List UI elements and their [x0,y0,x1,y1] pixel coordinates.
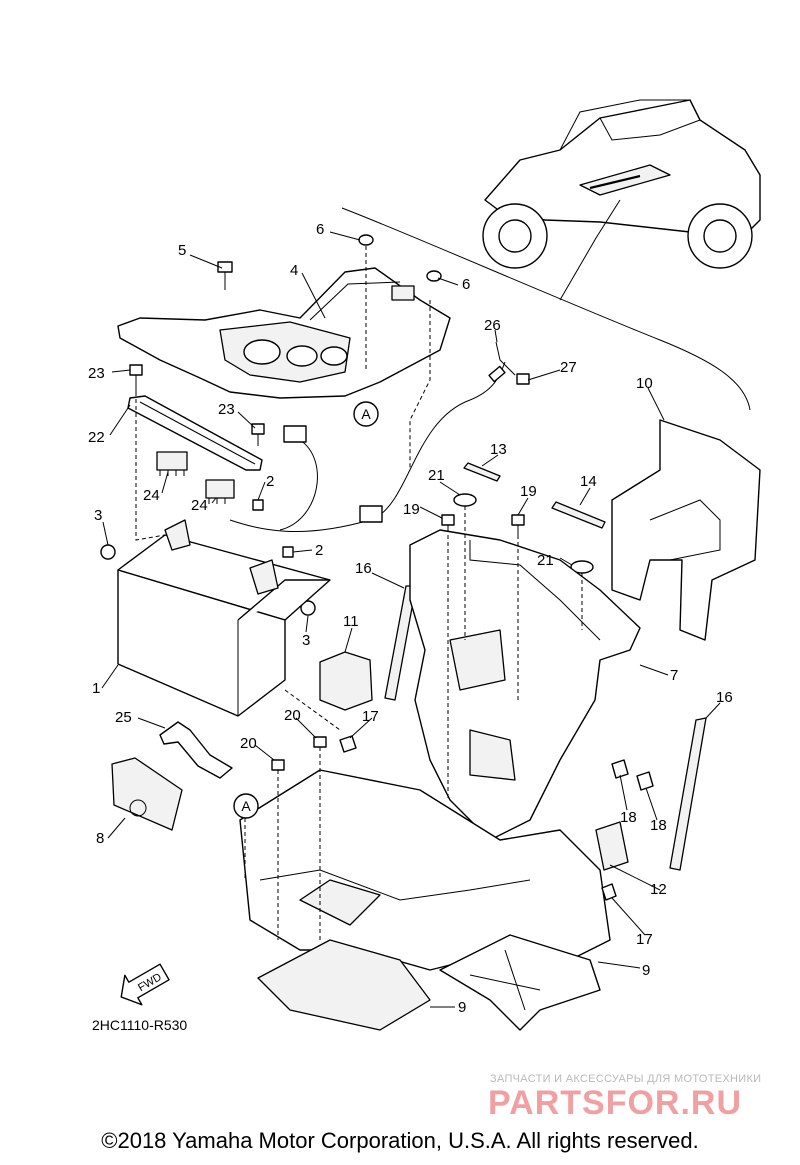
fuse-lead-26 [495,341,516,376]
callout-12: 11 [343,613,359,630]
callout-11: 10 [636,375,653,392]
callout-10: 9 [642,962,650,979]
callout-20: 20 [284,707,301,724]
callout-19: 19 [403,501,420,518]
bolt-5-icon [217,261,233,290]
callout-24b: 24 [191,497,208,514]
callout-2b: 2 [315,542,323,559]
main-frame-7 [409,529,641,841]
ref-marker-a-top: A [353,401,379,427]
callout-19b: 19 [520,483,537,500]
clip-18b-icon [636,771,654,791]
clip-17-icon [339,735,357,753]
grommet-21-icon [453,493,594,574]
bolt-2-icon [252,499,294,558]
callout-3: 3 [94,507,102,524]
callout-15: 14 [580,473,597,490]
pad-8-part [111,757,183,831]
callout-23b: 23 [218,401,235,418]
callout-labels: 5 4 6 6 23 22 23 24 24 3 2 2 3 1 25 8 11… [88,221,733,1016]
callout-16: 16 [355,560,372,577]
callout-13: 12 [650,881,667,898]
callout-16b: 16 [716,689,733,706]
callout-23: 23 [88,365,105,382]
callout-25: 25 [115,709,132,726]
callout-18b: 18 [650,817,667,834]
callout-17: 17 [362,708,379,725]
lower-tray-10 [239,769,611,1031]
callout-6b: 6 [462,276,470,293]
callout-26: 26 [484,317,501,334]
callout-20b: 20 [240,735,257,752]
callout-8: 8 [96,830,104,847]
callout-27: 27 [560,359,577,376]
block-13-part [595,821,629,871]
bolt-20-icon [271,736,327,771]
callout-4: 4 [290,262,298,279]
vehicle-thumbnail [482,99,761,301]
callout-22: 22 [88,429,105,446]
bolt-6-icon [358,234,442,282]
fasteners [100,234,594,771]
callout-1: 1 [92,680,100,697]
strip-15 [551,501,606,529]
callout-21b: 21 [537,552,554,569]
callout-2: 2 [266,473,274,490]
callout-5: 5 [178,242,186,259]
block-12-part [319,651,373,711]
callout-21: 21 [428,467,445,484]
callout-3b: 3 [302,632,310,649]
clip-18-icon [611,759,629,779]
cover-11-part [611,419,761,641]
assembly-outline [341,207,751,411]
battery-part [117,519,331,717]
battery-hold-bracket [127,395,263,504]
battery-strap-part [159,721,233,779]
bolt-27-icon [516,373,530,385]
console-cover-part [117,267,451,399]
callout-7: 7 [670,667,678,684]
clip-17b-icon [601,883,617,901]
leader-lines [101,231,721,1008]
callout-18: 18 [620,809,637,826]
connector-icon-2 [359,505,383,523]
reference-dashes [135,246,583,940]
svg-text:A: A [361,406,371,422]
mat-9-part [257,939,431,1031]
callout-14: 13 [490,441,507,458]
callout-17b: 17 [636,931,653,948]
watermark-brand: PARTSFOR.RU [488,1084,742,1122]
connector-icon [283,425,307,443]
strip-16-right [669,717,707,871]
fwd-arrow-icon: FWD [120,963,170,1006]
copyright-notice: ©2018 Yamaha Motor Corporation, U.S.A. A… [101,1128,699,1153]
strip-14 [463,462,501,482]
callout-6: 6 [316,221,324,238]
callout-24: 24 [143,487,160,504]
callout-9-text: 9 [458,999,466,1016]
part-code: 2HC1110-R530 [92,1017,187,1033]
watermark-tagline: ЗАПЧАСТИ И АКСЕССУАРЫ ДЛЯ МОТОТЕХНИКИ [490,1073,761,1085]
nut-3-icon [100,544,316,616]
ref-marker-a-bottom: A [233,793,259,819]
svg-text:A: A [241,798,251,814]
